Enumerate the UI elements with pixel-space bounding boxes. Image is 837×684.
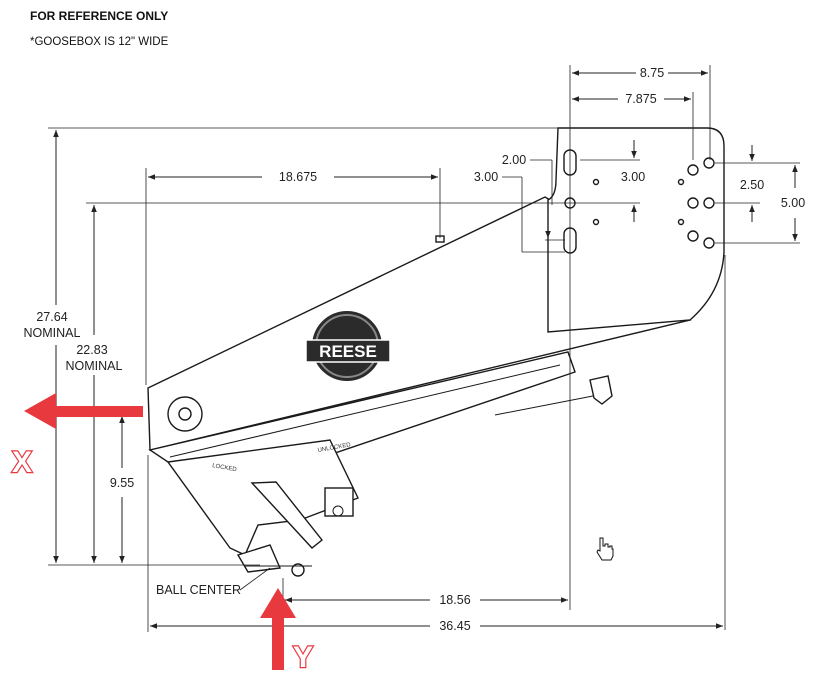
y-axis-arrow: Y bbox=[260, 588, 314, 675]
dim-22-83-nominal: NOMINAL bbox=[66, 359, 123, 373]
locked-tag: LOCKED bbox=[212, 463, 238, 473]
dim-18-675: 18.675 bbox=[279, 170, 317, 184]
dim-27-64: 27.64 bbox=[36, 310, 67, 324]
ball-center-label: BALL CENTER bbox=[156, 583, 241, 597]
dim-18-56: 18.56 bbox=[439, 593, 470, 607]
dim-9-55: 9.55 bbox=[110, 476, 134, 490]
dim-3-00-left: 3.00 bbox=[474, 170, 498, 184]
dim-22-83: 22.83 bbox=[76, 343, 107, 357]
dim-8-75: 8.75 bbox=[640, 66, 664, 80]
dim-27-64-nominal: NOMINAL bbox=[24, 326, 81, 340]
dim-5-00: 5.00 bbox=[781, 196, 805, 210]
x-axis-arrow: X bbox=[11, 393, 143, 480]
x-axis-label: X bbox=[12, 446, 32, 479]
hand-pointer-icon bbox=[596, 537, 614, 561]
lock-tags: LOCKED UNLOCKED bbox=[212, 442, 352, 473]
goosebox-width-note: *GOOSEBOX IS 12" WIDE bbox=[30, 36, 169, 48]
logo-text: REESE bbox=[319, 342, 377, 361]
reference-title: FOR REFERENCE ONLY bbox=[30, 9, 169, 23]
dim-3-00-right: 3.00 bbox=[621, 170, 645, 184]
dim-7-875: 7.875 bbox=[625, 92, 656, 106]
unlocked-tag: UNLOCKED bbox=[317, 442, 352, 454]
y-axis-label: Y bbox=[293, 641, 313, 674]
dim-36-45: 36.45 bbox=[439, 619, 470, 633]
dim-2-50: 2.50 bbox=[740, 178, 764, 192]
dim-2-00: 2.00 bbox=[502, 153, 526, 167]
goosebox-body bbox=[147, 127, 725, 577]
reese-logo: REESE bbox=[305, 311, 391, 381]
